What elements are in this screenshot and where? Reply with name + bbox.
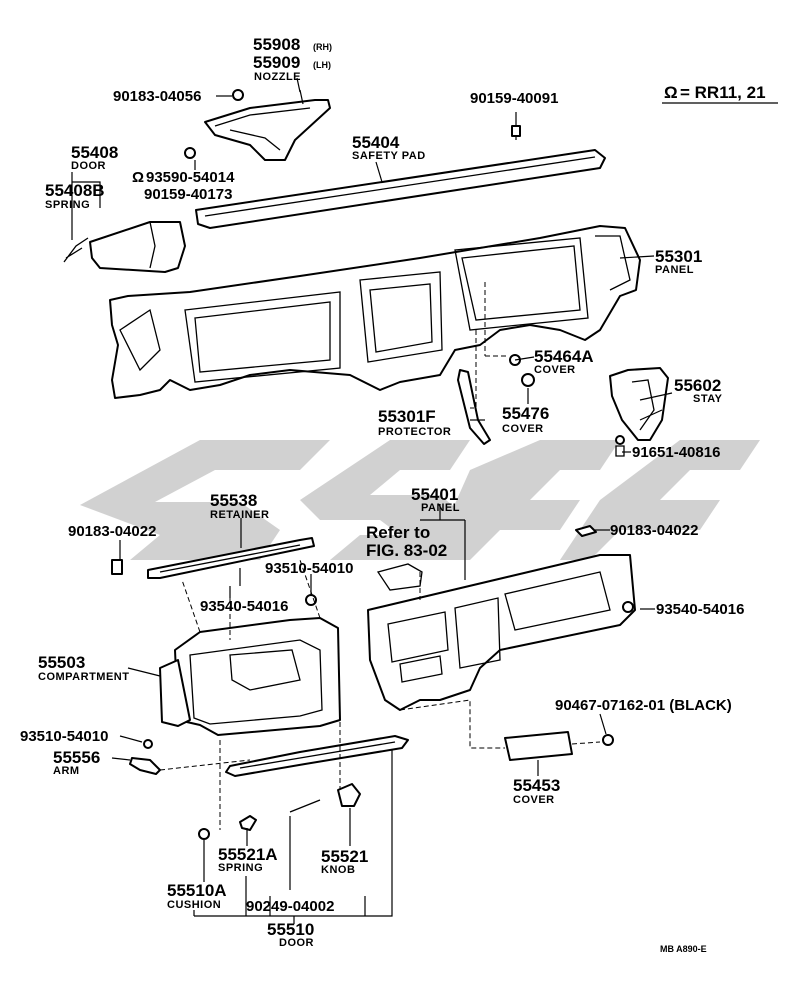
label-55401: 55401 (411, 485, 458, 504)
label-55602-desc: STAY (693, 393, 723, 405)
label-55538-desc: RETAINER (210, 509, 269, 521)
label-55401-desc: PANEL (421, 502, 460, 514)
label-55510A: 55510A (167, 881, 227, 900)
label-55909: 55909 (253, 53, 300, 72)
label-55510-desc: DOOR (279, 937, 314, 949)
label-55408B: 55408B (45, 181, 105, 200)
compartment-55503-drawing (159, 617, 341, 736)
label-93510-54010-upper: 93510-54010 (265, 560, 353, 577)
label-55908: 55908 (253, 35, 300, 54)
leader-lines (71, 77, 673, 924)
label-93540-54016-right: 93540-54016 (656, 601, 744, 618)
label-55408-desc: DOOR (71, 160, 106, 172)
retainer-55538-drawing (111, 537, 317, 606)
label-90159-40091: 90159-40091 (470, 90, 558, 107)
label-55909-desc: NOZZLE (254, 71, 301, 83)
label-90467-07162-01: 90467-07162-01 (BLACK) (555, 697, 732, 714)
label-55908-suffix: (RH) (313, 42, 332, 52)
label-55503-desc: COMPARTMENT (38, 671, 129, 683)
label-93590-54014: 93590-54014 (146, 169, 235, 186)
label-93590-54014-mark: Ω (132, 169, 144, 186)
label-55404-desc: SAFETY PAD (352, 150, 426, 162)
label-55464A-desc: COVER (534, 364, 576, 376)
label-55909-suffix: (LH) (313, 60, 331, 70)
label-55476: 55476 (502, 404, 549, 423)
label-55521: 55521 (321, 847, 368, 866)
label-55521-desc: KNOB (321, 864, 355, 876)
label-55521A: 55521A (218, 845, 278, 864)
label-55301-desc: PANEL (655, 264, 694, 276)
label-90159-40173: 90159-40173 (144, 186, 232, 203)
label-55453: 55453 (513, 776, 560, 795)
legend-symbol: Ω (664, 83, 678, 102)
cover-55453-drawing (504, 731, 614, 761)
stay-55602-drawing (609, 367, 669, 457)
label-55538: 55538 (210, 491, 257, 510)
connection-lines (159, 559, 505, 830)
panel-55301-drawing (109, 225, 641, 445)
label-55408B-desc: SPRING (45, 199, 90, 211)
part-labels: 55908 (RH) 55909 (LH) NOZZLE 90183-04056… (20, 35, 744, 954)
label-90249-04002: 90249-04002 (246, 898, 334, 915)
label-55404: 55404 (352, 133, 400, 152)
legend-text: = RR11, 21 (680, 83, 766, 102)
nozzle-drawing (184, 89, 331, 161)
label-90183-04056: 90183-04056 (113, 88, 201, 105)
label-55301F-desc: PROTECTOR (378, 426, 451, 438)
label-55503: 55503 (38, 653, 85, 672)
label-55408: 55408 (71, 143, 118, 162)
label-55301: 55301 (655, 247, 702, 266)
refer-line2: FIG. 83-02 (366, 541, 447, 560)
label-55602: 55602 (674, 376, 721, 395)
refer-line1: Refer to (366, 523, 430, 542)
label-93540-54016-left: 93540-54016 (200, 598, 288, 615)
label-93510-54010-lower: 93510-54010 (20, 728, 108, 745)
label-55453-desc: COVER (513, 794, 555, 806)
door-55408-drawing (63, 221, 186, 273)
label-55476-desc: COVER (502, 423, 544, 435)
panel-55401-drawing (367, 525, 636, 711)
door-55510-drawing (129, 735, 409, 840)
label-55301F: 55301F (378, 407, 436, 426)
label-55510A-desc: CUSHION (167, 899, 221, 911)
footer-code: MB A890-E (660, 944, 707, 954)
label-90183-04022-right: 90183-04022 (610, 522, 698, 539)
legend: Ω = RR11, 21 (662, 83, 778, 104)
label-55464A: 55464A (534, 347, 594, 366)
label-55556-desc: ARM (53, 765, 80, 777)
safety-pad-drawing (195, 112, 606, 229)
label-55556: 55556 (53, 748, 100, 767)
label-90183-04022-left: 90183-04022 (68, 523, 156, 540)
label-91651-40816: 91651-40816 (632, 444, 720, 461)
label-55521A-desc: SPRING (218, 862, 263, 874)
label-55510: 55510 (267, 920, 314, 939)
